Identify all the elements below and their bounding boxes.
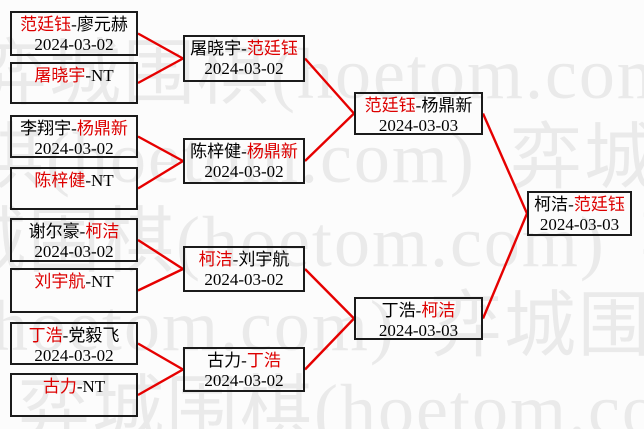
match-date: 2024-03-02 xyxy=(34,35,114,54)
separator: - xyxy=(415,301,422,320)
match-date: 2024-03-02 xyxy=(204,270,284,289)
match-date: 2024-03-03 xyxy=(539,215,620,234)
player-name: 范廷钰 xyxy=(246,39,298,58)
match-players: 古力-NT xyxy=(12,377,136,397)
player-name: 丁浩 xyxy=(381,301,416,320)
match-date: 2024-03-03 xyxy=(378,116,459,135)
player-name: 范廷钰 xyxy=(364,96,416,115)
player-name: 柯洁 xyxy=(421,301,456,320)
match-players: 刘宇航-NT xyxy=(12,272,136,292)
player-name: NT xyxy=(91,272,114,291)
match-box: 古力-丁浩 2024-03-02 xyxy=(183,347,305,392)
player-name: 廖元赫 xyxy=(76,15,128,34)
match-players: 丁浩-柯洁 xyxy=(356,301,481,321)
match-players: 柯洁-刘宇航 xyxy=(185,250,303,270)
match-box: 刘宇航-NT xyxy=(10,268,138,313)
match-players: 屠晓宇-范廷钰 xyxy=(185,39,303,59)
match-players: 柯洁-范廷钰 xyxy=(529,195,630,215)
match-players: 李翔宇-杨鼎新 xyxy=(12,119,136,139)
watermark-text: 弈城围棋(hoetom.com) xyxy=(509,118,644,198)
match-players: 范廷钰-杨鼎新 xyxy=(356,96,481,116)
match-date: 2024-03-02 xyxy=(204,371,284,390)
separator: - xyxy=(241,142,247,161)
watermark-row: 弈城围棋(hoetom.com)弈城围棋(hoetom.com) xyxy=(18,374,644,429)
match-box: 陈梓健-NT xyxy=(10,167,138,210)
match-players: 陈梓健-NT xyxy=(12,171,136,191)
watermark-text: 弈城围棋(hoetom.com) xyxy=(429,286,644,366)
separator: - xyxy=(568,195,574,214)
match-players: 丁浩-党毅飞 xyxy=(12,326,136,346)
match-box: 丁浩-党毅飞 2024-03-02 xyxy=(10,322,138,365)
separator: - xyxy=(62,326,69,345)
player-name: 古力 xyxy=(207,351,242,370)
separator: - xyxy=(232,250,239,269)
match-box: 陈梓健-杨鼎新 2024-03-02 xyxy=(183,138,305,184)
separator: - xyxy=(71,15,77,34)
match-box: 柯洁-范廷钰 2024-03-03 xyxy=(527,191,632,236)
separator: - xyxy=(85,66,91,85)
player-name: 范廷钰 xyxy=(573,195,625,214)
player-name: 杨鼎新 xyxy=(76,119,128,138)
match-box: 谢尔豪-柯洁 2024-03-02 xyxy=(10,218,138,262)
player-name: 杨鼎新 xyxy=(246,142,298,161)
player-name: 范廷钰 xyxy=(20,15,72,34)
player-name: 李翔宇 xyxy=(20,119,72,138)
watermark-text: 弈城围棋(hoetom.com) xyxy=(18,370,644,429)
player-name: NT xyxy=(91,171,114,190)
player-name: 丁浩 xyxy=(246,351,281,370)
match-players: 谢尔豪-柯洁 xyxy=(12,222,136,242)
match-box: 屠晓宇-NT xyxy=(10,62,138,104)
player-name: 屠晓宇 xyxy=(34,66,86,85)
separator: - xyxy=(71,119,77,138)
match-box: 范廷钰-杨鼎新 2024-03-03 xyxy=(354,92,483,135)
separator: - xyxy=(241,351,247,370)
match-date: 2024-03-02 xyxy=(204,59,284,78)
match-box: 屠晓宇-范廷钰 2024-03-02 xyxy=(183,35,305,82)
player-name: 杨鼎新 xyxy=(421,96,473,115)
player-name: 柯洁 xyxy=(198,250,233,269)
match-players: 古力-丁浩 xyxy=(185,351,303,371)
player-name: 柯洁 xyxy=(534,195,569,214)
match-box: 范廷钰-廖元赫 2024-03-02 xyxy=(10,11,138,56)
match-box: 古力-NT xyxy=(10,373,138,417)
match-players: 范廷钰-廖元赫 xyxy=(12,15,136,35)
player-name: NT xyxy=(82,377,106,396)
match-date: 2024-03-02 xyxy=(34,242,114,261)
separator: - xyxy=(79,222,86,241)
player-name: NT xyxy=(91,66,114,85)
player-name: 党毅飞 xyxy=(68,326,120,345)
player-name: 屠晓宇 xyxy=(190,39,242,58)
match-date: 2024-03-02 xyxy=(34,139,114,158)
watermark-text: 弈城围棋(hoetom.com) xyxy=(640,202,644,282)
player-name: 陈梓健 xyxy=(190,142,242,161)
match-players: 陈梓健-杨鼎新 xyxy=(185,142,303,162)
match-box: 丁浩-柯洁 2024-03-03 xyxy=(354,297,483,340)
player-name: 刘宇航 xyxy=(34,272,86,291)
separator: - xyxy=(241,39,247,58)
player-name: 谢尔豪 xyxy=(28,222,80,241)
match-players: 屠晓宇-NT xyxy=(12,66,136,86)
separator: - xyxy=(76,377,83,396)
separator: - xyxy=(85,171,91,190)
match-date: 2024-03-03 xyxy=(378,321,459,340)
player-name: 陈梓健 xyxy=(34,171,86,190)
match-box: 李翔宇-杨鼎新 2024-03-02 xyxy=(10,115,138,158)
separator: - xyxy=(415,96,422,115)
player-name: 刘宇航 xyxy=(238,250,290,269)
separator: - xyxy=(85,272,91,291)
match-box: 柯洁-刘宇航 2024-03-02 xyxy=(183,246,305,292)
player-name: 柯洁 xyxy=(85,222,120,241)
match-date: 2024-03-02 xyxy=(34,346,114,365)
player-name: 丁浩 xyxy=(28,326,63,345)
match-date: 2024-03-02 xyxy=(204,162,284,181)
player-name: 古力 xyxy=(42,377,77,396)
